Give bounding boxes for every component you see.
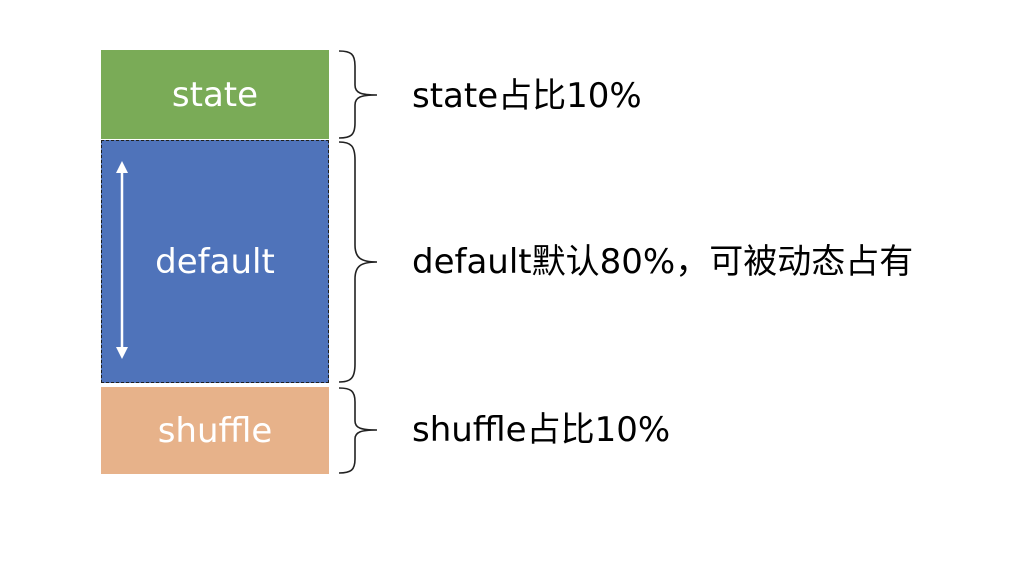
brace-icon xyxy=(338,387,378,474)
state-block-label: state xyxy=(171,74,259,115)
state-block: state xyxy=(101,50,329,139)
brace-icon xyxy=(338,141,378,383)
brace-icon xyxy=(338,50,378,139)
state-description: state占比10% xyxy=(412,76,642,116)
shuffle-description: shuffle占比10% xyxy=(412,410,671,450)
default-description: default默认80%，可被动态占有 xyxy=(412,242,914,282)
default-block: default xyxy=(101,140,329,383)
default-block-label: default xyxy=(155,241,275,282)
double-arrow-icon xyxy=(116,161,128,359)
shuffle-block: shuffle xyxy=(101,387,329,474)
shuffle-block-label: shuffle xyxy=(157,410,273,451)
